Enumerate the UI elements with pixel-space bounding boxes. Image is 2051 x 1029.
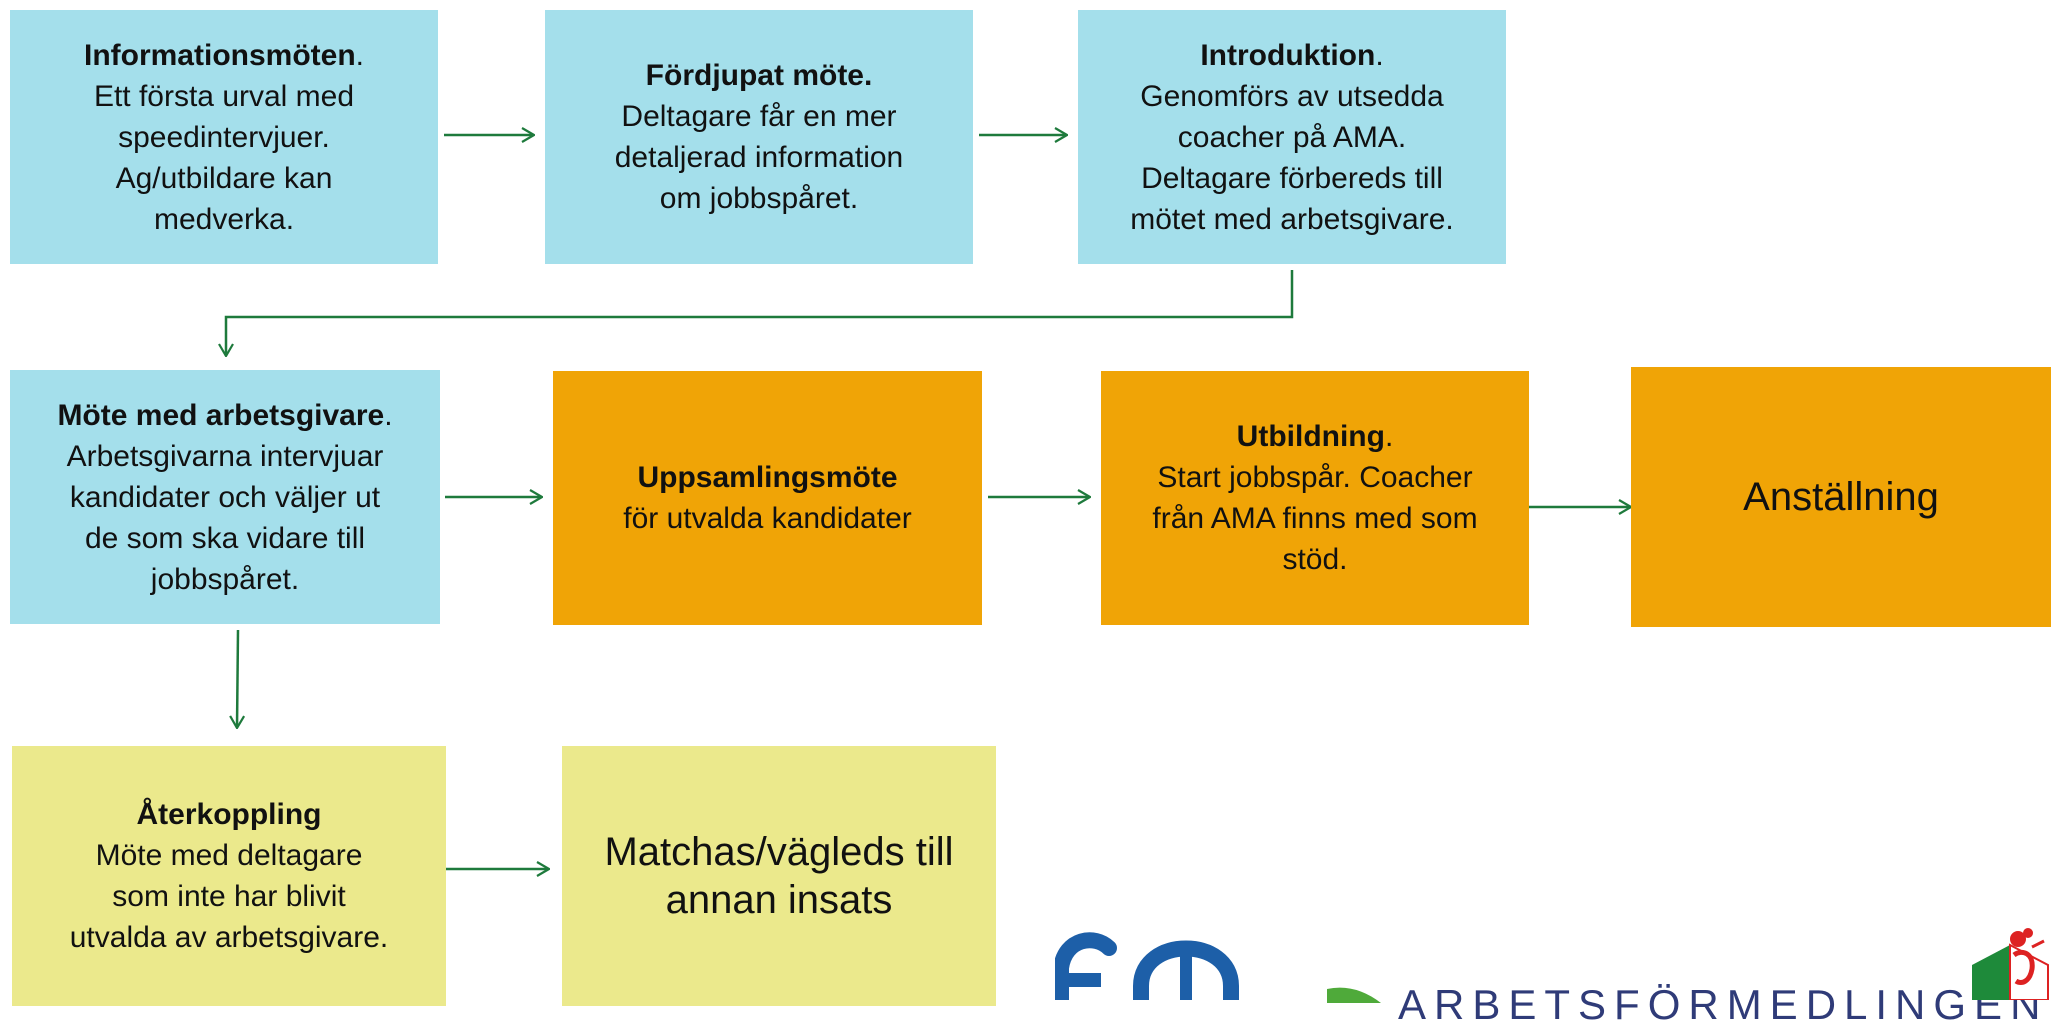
introduktion-line: coacher på AMA.: [1177, 120, 1407, 154]
matchas-box: Matchas/vägleds till annan insats: [562, 746, 996, 1006]
utbildning-title: Utbildning: [1236, 420, 1385, 453]
uppsamlingsmote-line: för utvalda kandidater: [623, 502, 912, 535]
fordjupat-mote-title: Fördjupat möte.: [645, 59, 873, 92]
anstallning-box: Anställning: [1631, 367, 2051, 627]
mote-med-arbetsgivare-title-line: Möte med arbetsgivare.: [57, 395, 392, 436]
utbildning-box: Utbildning. Start jobbspår. Coacher från…: [1101, 371, 1529, 625]
utbildning-line: Start jobbspår. Coacher: [1157, 461, 1473, 494]
mote-med-arbetsgivare-title-suffix: .: [384, 398, 393, 432]
informationsmoten-line: Ag/utbildare kan: [115, 161, 333, 195]
arrow-intro-to-mote: [226, 270, 1294, 356]
arrow-mote-to-aterkoppling: [237, 629, 238, 728]
fordjupat-mote-line: Deltagare får en mer: [621, 100, 897, 133]
fordjupat-mote-line: detaljerad information: [614, 141, 904, 174]
fordjupat-mote-line: om jobbspåret.: [659, 182, 859, 215]
aterkoppling-title: Återkoppling: [136, 798, 322, 831]
informationsmoten-line: Ett första urval med: [93, 79, 355, 113]
introduktion-line: mötet med arbetsgivare.: [1130, 202, 1454, 236]
introduktion-line: Deltagare förbereds till: [1141, 161, 1443, 195]
uppsamlingsmote-box: Uppsamlingsmöte för utvalda kandidater: [553, 371, 982, 625]
matchas-line: Matchas/vägleds till: [604, 830, 954, 874]
arbetsformedlingen-logo-mark: [1327, 987, 1381, 1003]
mote-med-arbetsgivare-box: Möte med arbetsgivare. Arbetsgivarna int…: [10, 370, 440, 624]
informationsmoten-line: speedintervjuer.: [118, 120, 330, 154]
aterkoppling-line: som inte har blivit: [112, 880, 346, 913]
mote-med-arbetsgivare-line: Arbetsgivarna intervjuar: [66, 439, 384, 473]
fordjupat-mote-box: Fördjupat möte. Deltagare får en mer det…: [545, 10, 973, 264]
utbildning-line: från AMA finns med som: [1152, 502, 1478, 535]
uppsamlingsmote-title: Uppsamlingsmöte: [637, 461, 898, 494]
matchas-line: annan insats: [665, 878, 893, 922]
anstallning-label: Anställning: [1743, 475, 1939, 519]
introduktion-title-line: Introduktion.: [1200, 35, 1383, 76]
introduktion-title: Introduktion: [1200, 38, 1376, 72]
mote-med-arbetsgivare-title: Möte med arbetsgivare: [57, 398, 385, 432]
aterkoppling-line: utvalda av arbetsgivare.: [69, 921, 389, 954]
introduktion-title-suffix: .: [1375, 38, 1384, 72]
mote-med-arbetsgivare-line: de som ska vidare till: [84, 521, 366, 555]
connector-layer: [0, 0, 2051, 1000]
informationsmoten-box: Informationsmöten. Ett första urval med …: [10, 10, 438, 264]
mote-med-arbetsgivare-line: jobbspåret.: [150, 562, 300, 596]
informationsmoten-title: Informationsmöten: [83, 38, 356, 72]
aterkoppling-line: Möte med deltagare: [95, 839, 363, 872]
municipal-crest-logo: [1972, 928, 2049, 1000]
informationsmoten-line: medverka.: [153, 202, 295, 236]
utbildning-line: stöd.: [1282, 543, 1348, 576]
arbetsformedlingen-wordmark: ARBETSFÖRMEDLINGEN: [1398, 981, 2049, 1028]
utbildning-title-suffix: .: [1384, 420, 1394, 453]
utbildning-title-line: Utbildning.: [1237, 416, 1394, 457]
mote-med-arbetsgivare-line: kandidater och väljer ut: [69, 480, 381, 514]
informationsmoten-title-line: Informationsmöten.: [84, 35, 364, 76]
informationsmoten-title-suffix: .: [355, 38, 364, 72]
introduktion-line: Genomförs av utsedda: [1140, 79, 1444, 113]
introduktion-box: Introduktion. Genomförs av utsedda coach…: [1078, 10, 1506, 264]
fm-logo: [1055, 932, 1239, 1000]
aterkoppling-box: Återkoppling Möte med deltagare som inte…: [12, 746, 446, 1006]
